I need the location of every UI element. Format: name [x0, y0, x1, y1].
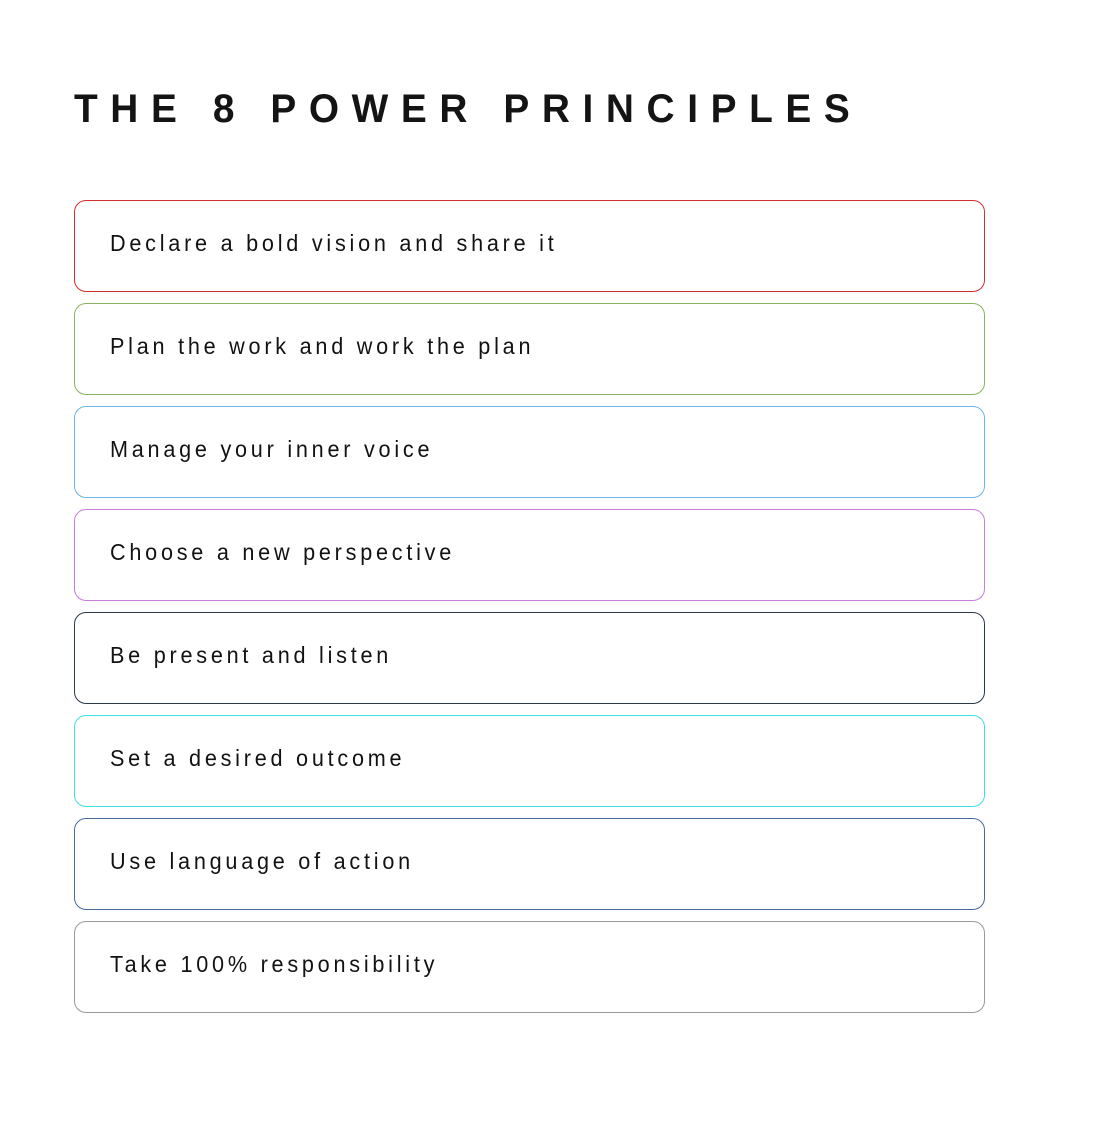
principle-card-6[interactable]: Set a desired outcome — [74, 715, 985, 807]
page-title: THE 8 POWER PRINCIPLES — [74, 86, 863, 131]
principles-list: Declare a bold vision and share it Plan … — [74, 200, 985, 1013]
principle-label-2: Plan the work and work the plan — [110, 333, 535, 359]
principle-label-7: Use language of action — [110, 848, 414, 874]
principle-label-6: Set a desired outcome — [110, 745, 406, 771]
principle-label-1: Declare a bold vision and share it — [110, 230, 558, 256]
principle-card-8[interactable]: Take 100% responsibility — [74, 921, 985, 1013]
principle-card-5[interactable]: Be present and listen — [74, 612, 985, 704]
principle-label-8: Take 100% responsibility — [110, 951, 439, 977]
principle-card-7[interactable]: Use language of action — [74, 818, 985, 910]
principle-card-4[interactable]: Choose a new perspective — [74, 509, 985, 601]
principle-label-5: Be present and listen — [110, 642, 393, 668]
principle-card-3[interactable]: Manage your inner voice — [74, 406, 985, 498]
principle-card-1[interactable]: Declare a bold vision and share it — [74, 200, 985, 292]
principle-label-4: Choose a new perspective — [110, 539, 456, 565]
principle-card-2[interactable]: Plan the work and work the plan — [74, 303, 985, 395]
principle-label-3: Manage your inner voice — [110, 436, 434, 462]
